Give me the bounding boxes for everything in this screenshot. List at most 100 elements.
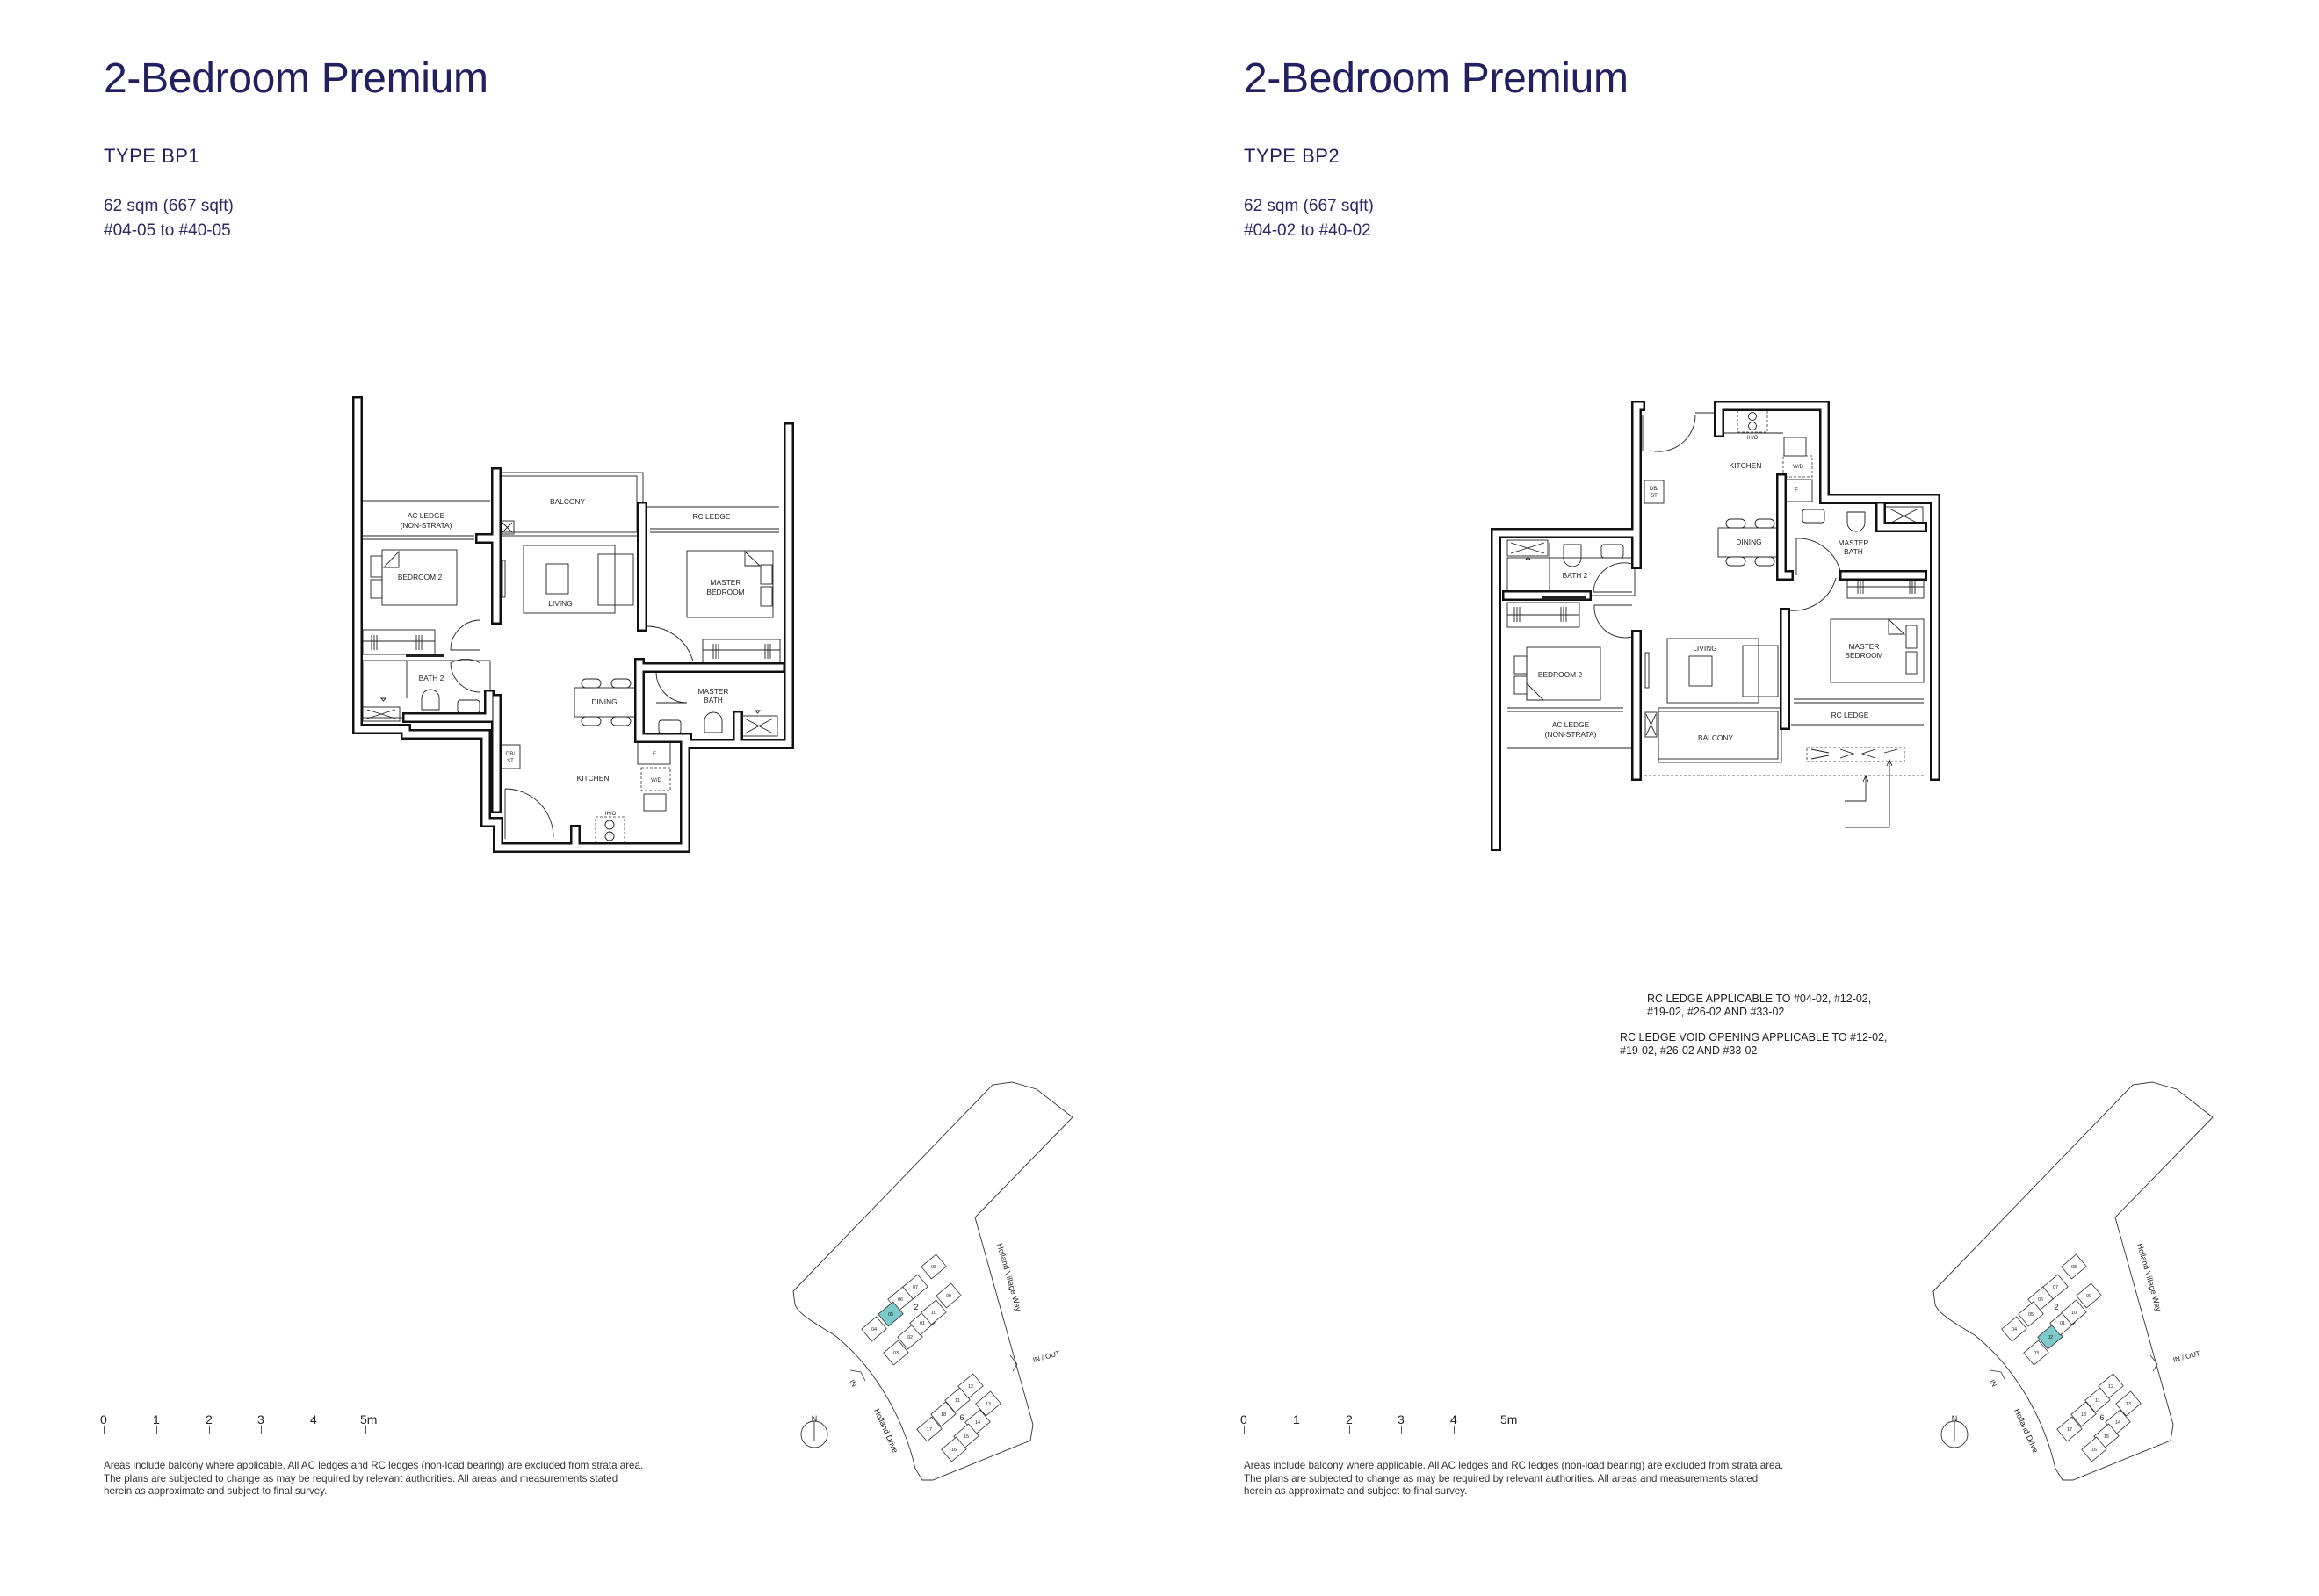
road-label-holland-village-way: Holland Village Way (2135, 1242, 2164, 1312)
site-unit (2061, 1253, 2087, 1280)
site-unit-label: 17 (2067, 1427, 2072, 1433)
site-unit (930, 1401, 957, 1427)
site-plan: 08070605040302011009121113181417151626Ho… (792, 1081, 1073, 1481)
site-unit (2056, 1416, 2083, 1442)
floorplan-panel-bp1: 2-Bedroom Premium TYPE BP1 62 sqm (667 s… (100, 55, 1073, 1497)
site-unit-label: 09 (2086, 1294, 2091, 1299)
site-unit (2018, 1301, 2044, 1327)
site-unit-label: 10 (931, 1311, 936, 1316)
north-label: N (1952, 1414, 1958, 1423)
unit-range: #04-02 to #40-02 (1244, 221, 1371, 240)
note-line: RC LEDGE APPLICABLE TO #04-02, #12-02, (1647, 993, 1872, 1005)
room-label-bedroom2: BEDROOM 2 (1538, 670, 1583, 679)
unit-type: TYPE BP1 (104, 145, 200, 167)
room-label-master-bedroom: MASTER (711, 578, 741, 587)
label-washer: W/D (1793, 465, 1803, 470)
site-unit-label: 12 (2108, 1384, 2113, 1390)
label-washer: W/D (651, 778, 661, 784)
room-label-bedroom2: BEDROOM 2 (398, 573, 443, 581)
site-unit-label: 10 (2071, 1311, 2077, 1316)
rc-ledge-void-note: RC LEDGE VOID OPENING APPLICABLE TO #12-… (1620, 1031, 1888, 1058)
site-unit-label: 05 (888, 1312, 893, 1318)
site-unit-label: 14 (975, 1420, 980, 1426)
site-unit-label: 13 (986, 1402, 991, 1407)
site-unit (921, 1299, 947, 1325)
scale-label: 1 (1293, 1412, 1300, 1426)
room-label-master-bedroom: MASTER (1849, 642, 1880, 651)
north-label: N (812, 1414, 818, 1423)
floorplan-panel-bp2: 2-Bedroom Premium TYPE BP2 62 sqm (667 s… (1140, 0, 2300, 1596)
site-unit (916, 1416, 943, 1442)
scale-label: 5m (360, 1412, 378, 1426)
site-unit-label: 04 (2012, 1327, 2017, 1332)
room-label-master-bath: MASTER (698, 687, 729, 696)
room-label-balcony: BALCONY (1698, 733, 1733, 742)
scale-label: 2 (206, 1412, 213, 1426)
site-unit (936, 1282, 962, 1309)
label-fridge: F (653, 752, 656, 757)
road-label-holland-village-way: Holland Village Way (995, 1242, 1023, 1312)
page-title: 2-Bedroom Premium (1244, 55, 1629, 102)
room-label-master-bedroom-2: BEDROOM (706, 588, 744, 596)
site-unit (2115, 1390, 2142, 1417)
unit-area: 62 sqm (667 sqft) (1244, 197, 1374, 215)
site-unit-label: 08 (931, 1265, 936, 1270)
site-unit-label: 01 (920, 1321, 925, 1326)
entrance-label-in-out: IN / OUT (1032, 1349, 1061, 1364)
page-title: 2-Bedroom Premium (104, 55, 488, 102)
floor-plan-bp1: BALCONY AC LEDGE (NON-STRATA) RC LEDGE B… (352, 396, 794, 853)
footnote: Areas include balcony where applicable. … (1244, 1460, 1784, 1498)
site-unit (944, 1387, 971, 1413)
site-boundary (792, 1081, 1073, 1481)
site-unit-label: 06 (2038, 1297, 2043, 1303)
room-label-bath2: BATH 2 (419, 674, 444, 682)
entrance-arrow-icon (1990, 1369, 2006, 1382)
room-label-bath2: BATH 2 (1563, 571, 1588, 580)
site-boundary (1932, 1081, 2214, 1481)
entrance-arrow-icon (1009, 1354, 1018, 1372)
label-hob: IH/O (1747, 436, 1759, 441)
label-dbst-2: ST (1651, 494, 1658, 499)
site-unit (861, 1316, 887, 1342)
site-unit-label: 16 (2091, 1448, 2097, 1453)
site-unit-label: 06 (898, 1297, 903, 1303)
site-unit-label: 12 (968, 1384, 973, 1390)
note-line: RC LEDGE VOID OPENING APPLICABLE TO #12-… (1620, 1031, 1888, 1044)
site-unit-label: 02 (2048, 1335, 2053, 1340)
highlighted-unit (878, 1301, 904, 1327)
site-unit-label: 03 (893, 1351, 899, 1356)
site-unit-label: 01 (2060, 1321, 2065, 1326)
site-unit-label: 02 (907, 1335, 913, 1340)
floor-plan-bp2: KITCHEN IH/O W/D F DB/ ST DINING MASTER … (1491, 401, 1940, 851)
unit-area: 62 sqm (667 sqft) (104, 197, 234, 215)
room-label-master-bath-2: BATH (704, 696, 723, 704)
room-label-dining: DINING (591, 697, 617, 706)
entrance-label-in: IN (1988, 1378, 1998, 1388)
scale-label: 4 (1450, 1412, 1457, 1426)
site-unit-label: 14 (2115, 1420, 2120, 1426)
label-dbst: DB/ (1650, 487, 1658, 492)
site-unit-label: 18 (941, 1412, 946, 1418)
site-unit-label: 07 (2053, 1285, 2058, 1290)
label-dbst-2: ST (507, 759, 514, 764)
scale-label: 1 (153, 1412, 160, 1426)
site-unit-label: 16 (951, 1448, 957, 1453)
site-unit-label: 03 (2034, 1351, 2039, 1356)
room-label-living: LIVING (548, 599, 572, 608)
block-label: 2 (914, 1303, 918, 1311)
site-unit-label: 11 (2095, 1398, 2100, 1404)
site-unit (883, 1340, 909, 1366)
room-label-master-bath: MASTER (1839, 538, 1869, 547)
site-unit (2001, 1316, 2027, 1342)
note-line: #19-02, #26-02 AND #33-02 (1647, 1006, 1785, 1018)
scale-label: 4 (310, 1412, 317, 1426)
room-label-rc-ledge: RC LEDGE (693, 512, 731, 521)
room-label-ac-ledge: AC LEDGE (1552, 720, 1590, 729)
scale-label: 5m (1500, 1412, 1518, 1426)
site-unit (941, 1436, 967, 1462)
site-unit-label: 08 (2071, 1265, 2077, 1270)
site-unit (2076, 1282, 2102, 1309)
site-unit-label: 17 (927, 1427, 932, 1433)
site-unit-label: 15 (964, 1434, 969, 1440)
entrance-label-in-out: IN / OUT (2172, 1349, 2201, 1364)
